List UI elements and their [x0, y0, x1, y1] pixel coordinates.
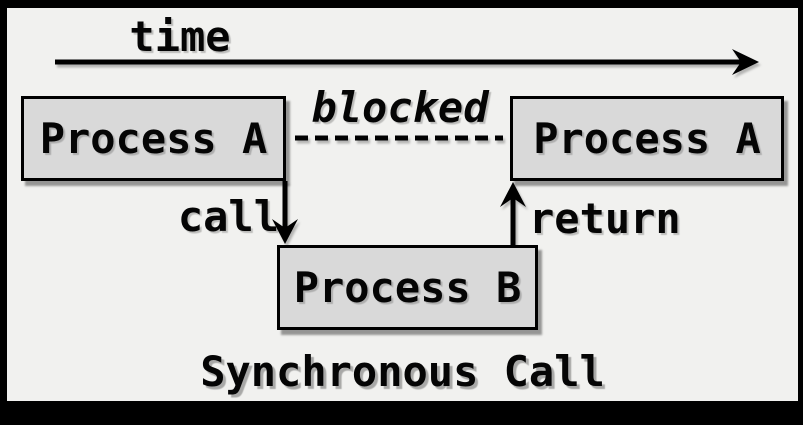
blocked-label: blocked [311, 83, 489, 132]
process-a-left-box: Process A [21, 96, 286, 181]
time-axis-label: time [129, 12, 231, 61]
process-a-right-label: Process A [533, 114, 761, 163]
time-arrow-head-icon [732, 49, 759, 75]
return-arrow-head-icon [500, 182, 526, 207]
process-b-label: Process B [293, 263, 522, 312]
return-label: return [529, 194, 681, 243]
call-label: call [177, 192, 279, 241]
diagram-title: Synchronous Call [200, 347, 605, 396]
diagram-canvas: time Process A blocked Process A call re… [7, 8, 798, 401]
process-a-left-label: Process A [39, 114, 268, 163]
process-b-box: Process B [277, 245, 538, 330]
process-a-right-box: Process A [510, 96, 784, 181]
arrows-layer [55, 49, 759, 245]
call-arrow-head-icon [272, 219, 298, 244]
